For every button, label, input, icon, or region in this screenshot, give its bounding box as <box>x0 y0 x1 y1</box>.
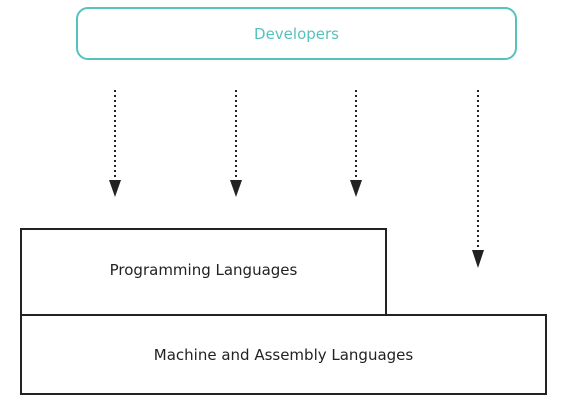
arrow-to-programming-1 <box>109 90 121 197</box>
machine-assembly-languages-label: Machine and Assembly Languages <box>153 345 414 364</box>
programming-languages-box: Programming Languages <box>20 228 387 316</box>
arrow-to-programming-2 <box>230 90 242 197</box>
arrow-to-programming-3 <box>350 90 362 197</box>
developers-box: Developers <box>76 7 517 60</box>
developers-label: Developers <box>254 24 339 43</box>
machine-assembly-languages-box: Machine and Assembly Languages <box>20 314 547 395</box>
programming-languages-label: Programming Languages <box>109 261 298 279</box>
arrow-to-machine <box>472 90 484 268</box>
